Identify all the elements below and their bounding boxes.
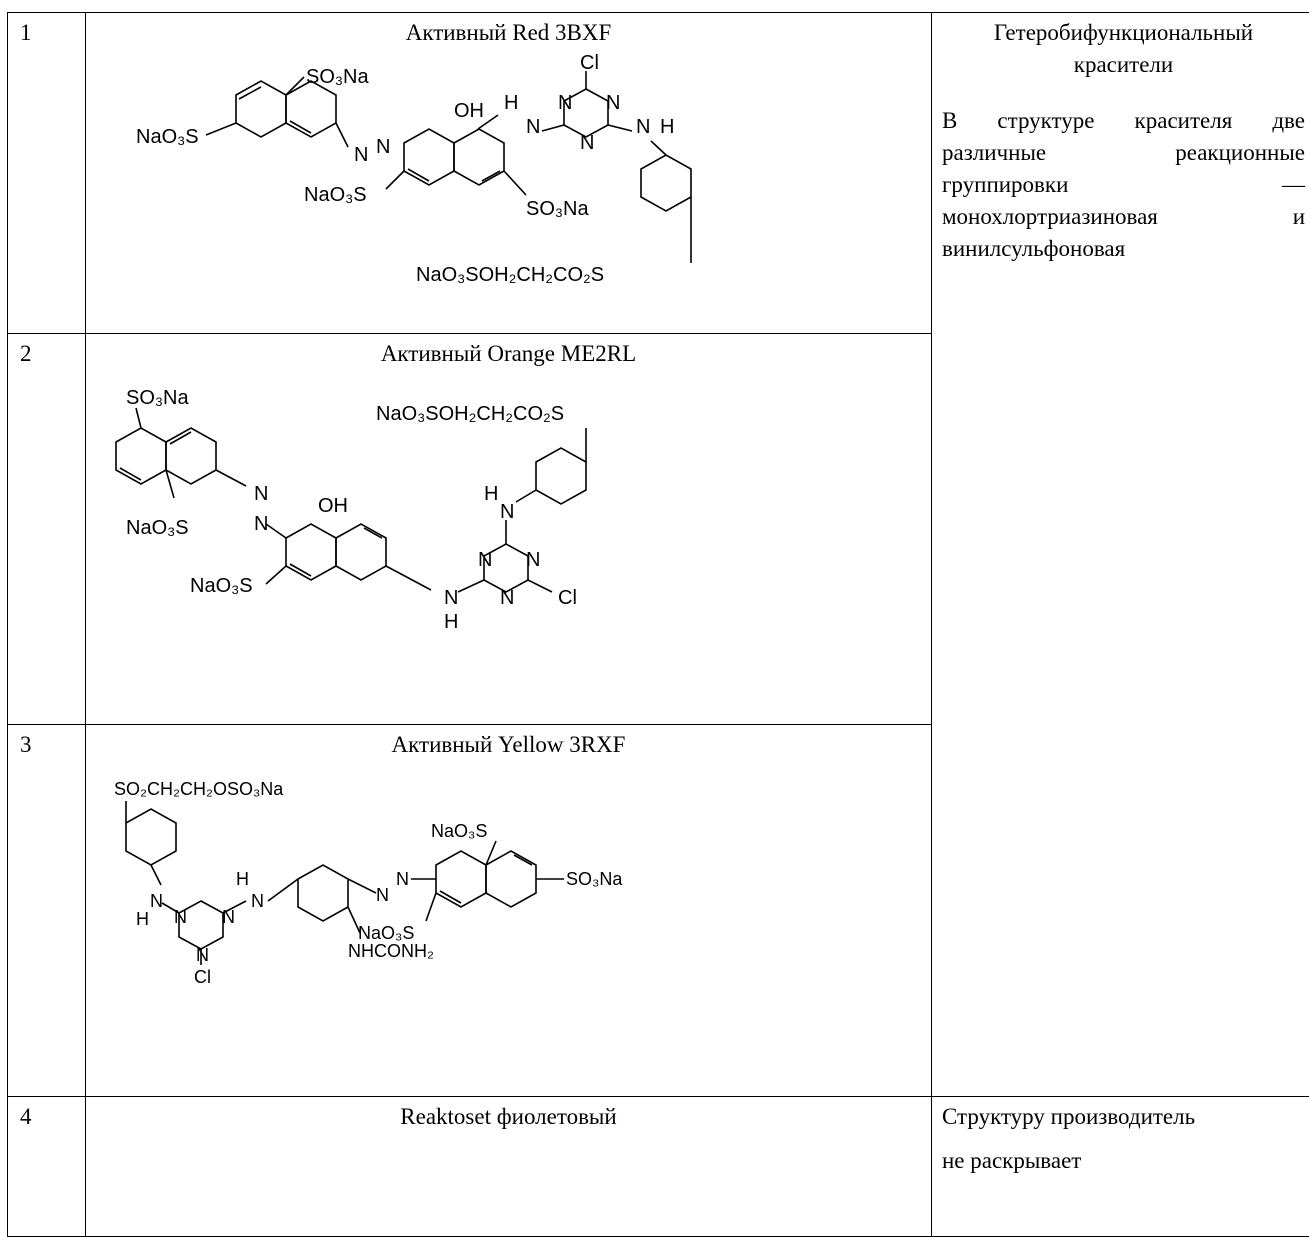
structure-orange-me2rl: SO₃Na NaO₃SOH₂CH₂CO₂S N N OH H N NaO₃S N… (86, 370, 932, 715)
group-label: NaO₃S (431, 821, 487, 841)
atom-label: H (484, 483, 498, 505)
atom-label: N (558, 92, 572, 114)
atom-label: N (376, 136, 390, 158)
atom-label: N (150, 891, 163, 911)
atom-label: H (504, 92, 518, 114)
dye-name: Активный Orange ME2RL (86, 334, 931, 370)
atom-label: H (236, 869, 249, 889)
atom-label: N (526, 116, 540, 138)
atom-label: N (354, 144, 368, 166)
dye-name: Reaktoset фиолетовый (86, 1097, 931, 1133)
row-number: 3 (8, 725, 86, 1097)
group-label: SO₃Na (566, 869, 623, 889)
atom-label: N (580, 132, 594, 154)
dye-name: Активный Yellow 3RXF (86, 725, 931, 761)
note-line: не раскрывает (942, 1145, 1305, 1177)
group-label: SO₃Na (306, 66, 369, 88)
row-number: 4 (8, 1097, 86, 1237)
group-label: OH (454, 100, 484, 122)
structure-cell: Reaktoset фиолетовый (86, 1097, 932, 1237)
atom-label: N (526, 549, 540, 571)
table-row: 1 Активный Red 3BXF (8, 13, 1309, 334)
atom-label: N (222, 907, 235, 927)
table-row: 4 Reaktoset фиолетовый Структуру произво… (8, 1097, 1309, 1237)
atom-label: N (376, 885, 389, 905)
atom-label: N (636, 116, 650, 138)
atom-label: H (136, 909, 149, 929)
group-label: NaO₃S (126, 517, 189, 539)
atom-label: N (174, 907, 187, 927)
note-line: Структуру производитель (942, 1101, 1305, 1133)
atom-label: N (251, 891, 264, 911)
group-label: SO₂CH₂CH₂OSO₃Na (114, 779, 284, 799)
structure-red-3bxf: Cl NaO₃S SO₃Na OH H N N N N N H N N NaO₃… (86, 49, 932, 324)
group-label: NaO₃S (136, 126, 199, 148)
atom-label: N (254, 513, 268, 535)
group-label: NaO₃S (358, 923, 414, 943)
group-label: NaO₃SOH₂CH₂CO₂S (376, 403, 564, 425)
dye-name: Активный Red 3BXF (86, 13, 931, 49)
row-number: 1 (8, 13, 86, 334)
group-label: OH (318, 495, 348, 517)
structure-yellow-3rxf: SO₂CH₂CH₂OSO₃Na NaO₃S SO₃Na H N N N H N … (86, 761, 932, 1087)
structure-cell: Активный Red 3BXF (86, 13, 932, 334)
atom-label: N (196, 945, 209, 965)
note-body: В структуре красителя две различные реак… (942, 105, 1305, 265)
group-label: NaO₃SOH₂CH₂CO₂S (416, 264, 604, 286)
group-label: NaO₃S (190, 575, 253, 597)
note-cell: Структуру производитель не раскрывает (932, 1097, 1309, 1237)
group-label: NaO₃S (304, 184, 367, 206)
atom-label: H (660, 116, 674, 138)
atom-label: N (444, 587, 458, 609)
atom-label: N (254, 483, 268, 505)
atom-label: Cl (194, 967, 211, 987)
atom-label: N (478, 549, 492, 571)
group-label: NHCONH₂ (348, 941, 434, 961)
atom-label: Cl (580, 52, 599, 74)
note-heading: Гетеробифункциональный красители (942, 17, 1305, 81)
group-label: SO₃Na (526, 198, 589, 220)
note-cell: Гетеробифункциональный красители В струк… (932, 13, 1309, 1097)
atom-label: H (444, 611, 458, 633)
atom-label: N (396, 869, 409, 889)
row-number: 2 (8, 334, 86, 725)
atom-label: Cl (558, 587, 577, 609)
group-label: SO₃Na (126, 387, 189, 409)
atom-label: N (500, 501, 514, 523)
dye-table: 1 Активный Red 3BXF (7, 12, 1309, 1237)
atom-label: N (500, 587, 514, 609)
structure-cell: Активный Orange ME2RL (86, 334, 932, 725)
structure-cell: Активный Yellow 3RXF (86, 725, 932, 1097)
atom-label: N (606, 92, 620, 114)
